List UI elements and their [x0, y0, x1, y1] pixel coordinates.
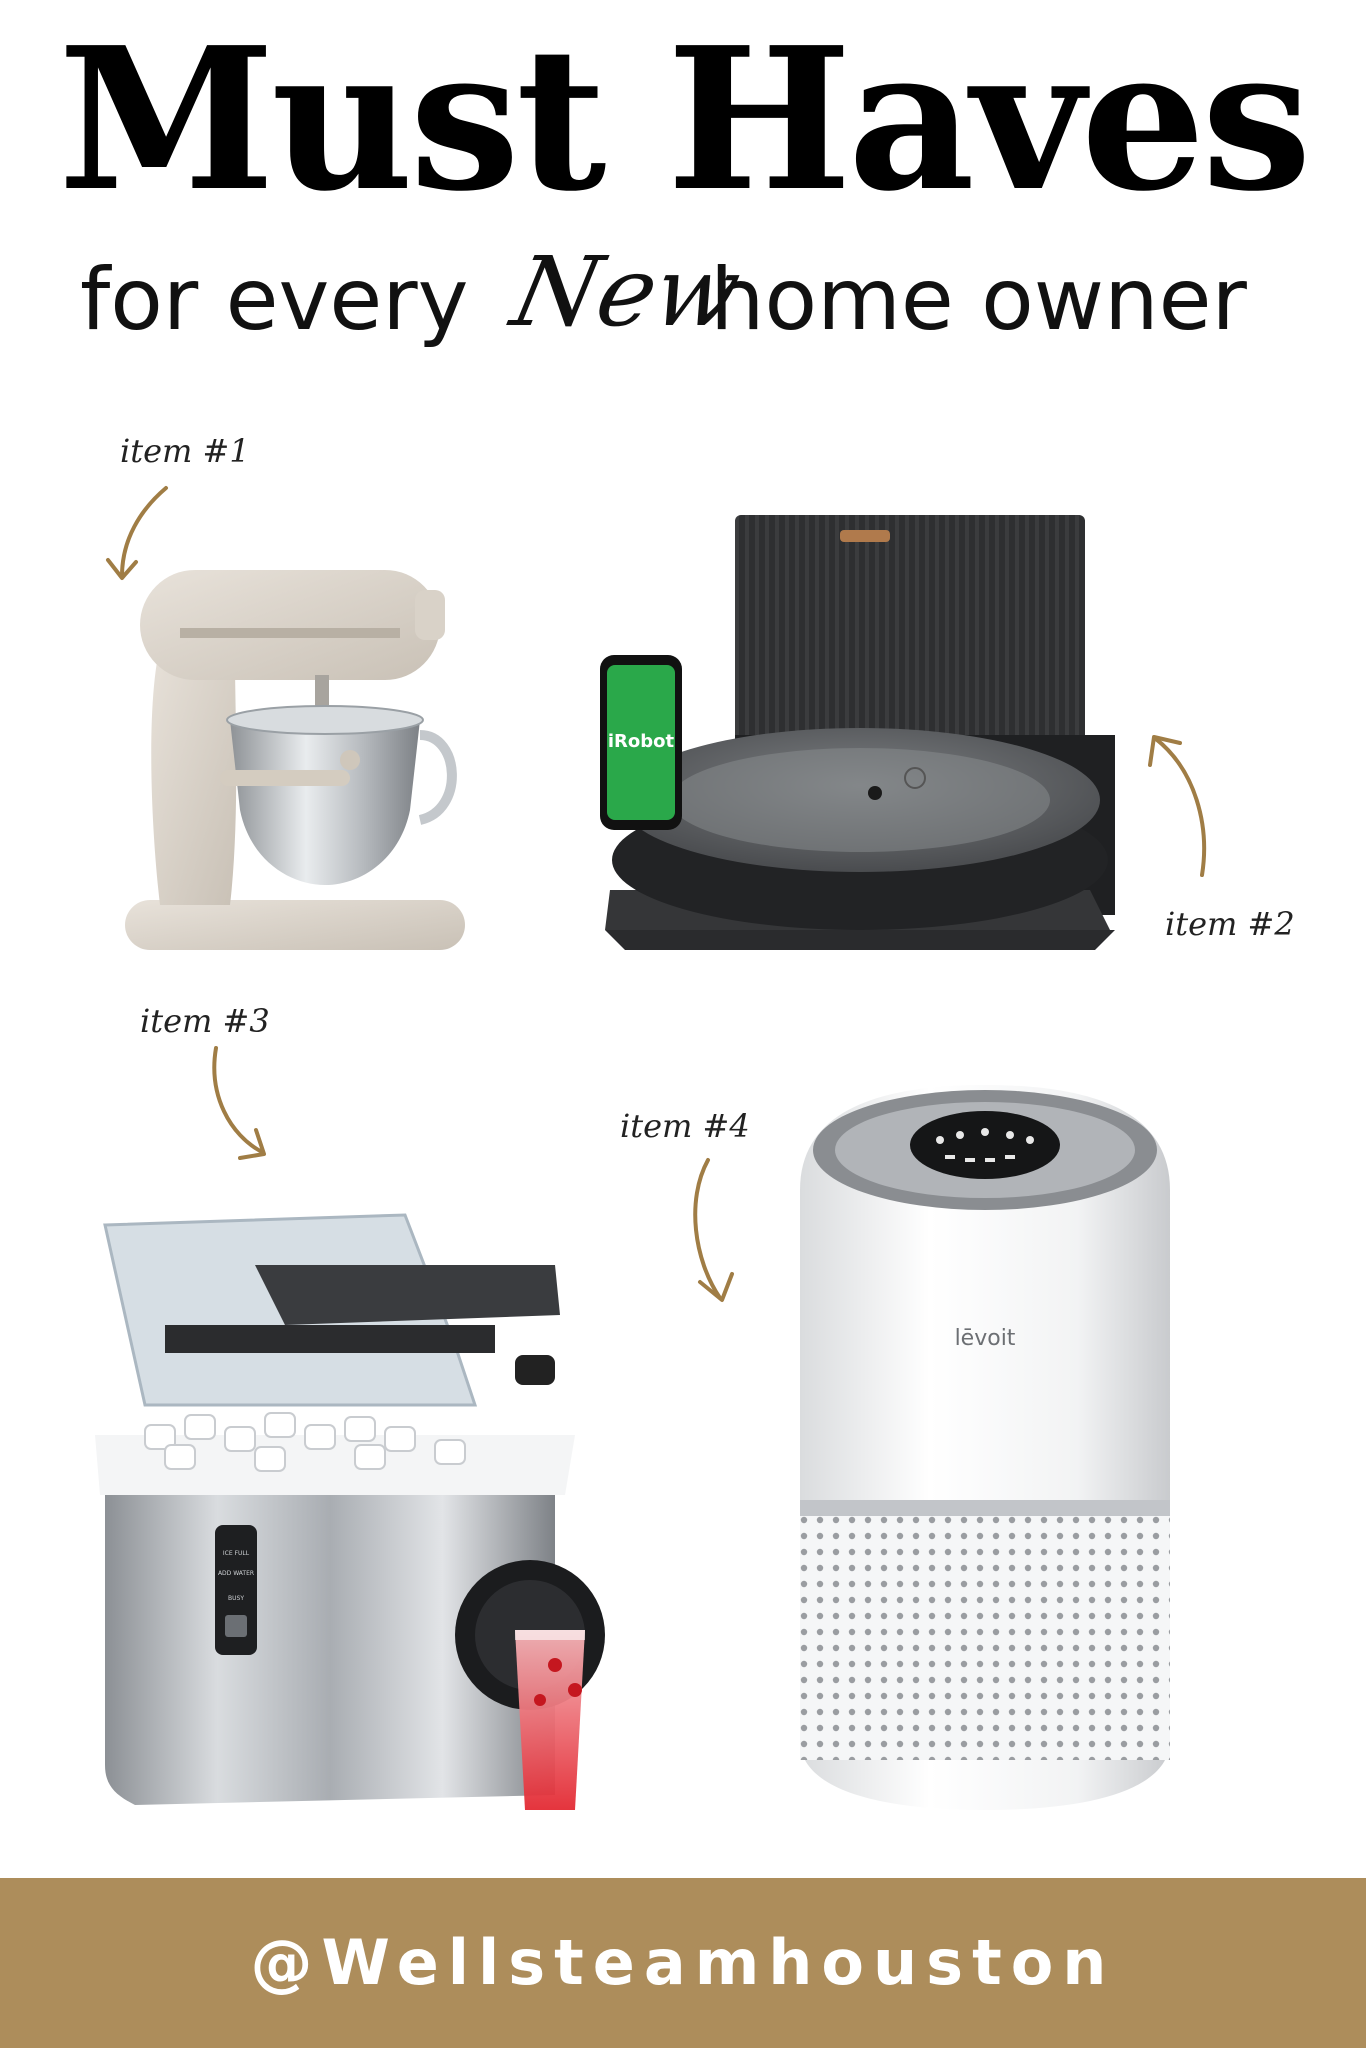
- air-purifier-image: lēvoit: [800, 1085, 1170, 1810]
- item-4-label: item #4: [620, 1107, 750, 1145]
- item-2-label: item #2: [1165, 905, 1295, 943]
- footer-handle: @Wellsteamhouston: [250, 1926, 1116, 1999]
- phone-brand-text: iRobot: [608, 731, 675, 752]
- arrow-down-left-icon: [106, 486, 168, 580]
- page-title: Must Haves: [58, 5, 1312, 235]
- subtitle-left: for every: [80, 250, 469, 350]
- footer-banner: @Wellsteamhouston: [0, 1878, 1366, 2048]
- item-1-label: item #1: [120, 432, 250, 470]
- panel-text-busy: BUSY: [228, 1595, 244, 1602]
- stand-mixer-image: [125, 570, 465, 950]
- item-3-label: item #3: [140, 1002, 270, 1040]
- panel-text-ice-full: ICE FULL: [223, 1550, 250, 1557]
- robot-vacuum-image: iRobot: [600, 515, 1115, 950]
- purifier-brand-text: lēvoit: [955, 1326, 1016, 1351]
- arrow-down-right-icon: [212, 1046, 266, 1160]
- ice-maker-image: ICE FULL ADD WATER BUSY: [95, 1213, 605, 1810]
- subtitle-right: home owner: [710, 250, 1247, 350]
- subtitle: for every New home owner: [0, 232, 1366, 362]
- arrow-up-left-icon: [1148, 735, 1207, 877]
- arrow-down-icon: [693, 1158, 734, 1302]
- panel-text-add-water: ADD WATER: [218, 1570, 254, 1577]
